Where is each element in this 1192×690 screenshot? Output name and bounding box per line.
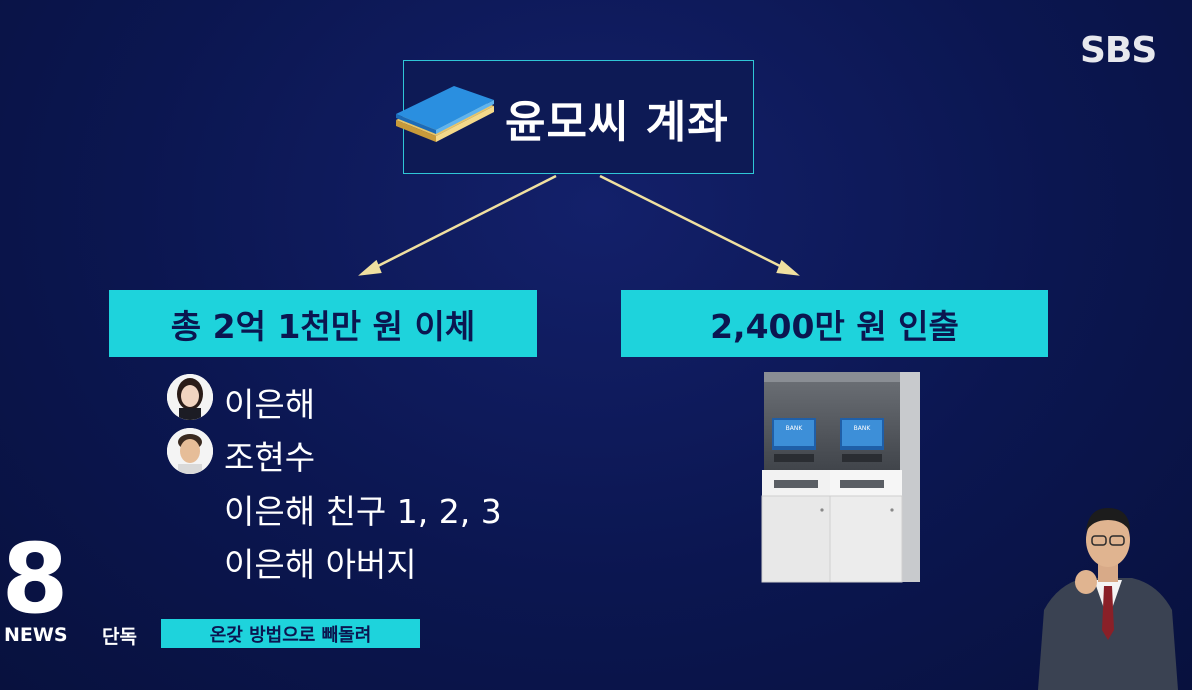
arrow-to-transfer bbox=[369, 174, 557, 272]
atm-screen-text: BANK bbox=[786, 425, 804, 432]
news-label: NEWS bbox=[4, 624, 68, 646]
arrow-head-withdraw bbox=[776, 259, 800, 276]
avatar-jo-hyeonsu bbox=[167, 428, 213, 474]
recipient-name: 이은해 친구 1, 2, 3 bbox=[224, 492, 502, 531]
bankbook-icon bbox=[396, 86, 494, 142]
exclusive-tag: 단독 bbox=[102, 626, 137, 648]
account-title: 윤모씨 계좌 bbox=[505, 97, 729, 148]
withdraw-box: 2,400만 원 인출 bbox=[621, 290, 1048, 357]
sbs-logo: SBS bbox=[1080, 30, 1157, 71]
arrow-head-transfer bbox=[358, 259, 382, 276]
sign-language-interpreter bbox=[1038, 508, 1178, 690]
atm-left: BANK bbox=[761, 372, 833, 583]
news-caption: 온갖 방법으로 빼돌려 bbox=[161, 619, 420, 648]
atm-screen-text: BANK bbox=[854, 425, 872, 432]
program-number: 8 bbox=[4, 530, 66, 620]
arrow-to-withdraw bbox=[599, 174, 789, 272]
avatar-lee-eunhae bbox=[167, 374, 213, 420]
transfer-box: 총 2억 1천만 원 이체 bbox=[109, 290, 537, 357]
atm-right: BANK bbox=[829, 372, 920, 583]
eight-news-logo: 8 bbox=[4, 530, 66, 620]
recipient-name: 이은해 아버지 bbox=[224, 545, 417, 584]
atm-machines: BANK BANK bbox=[761, 372, 920, 583]
recipient-name: 이은해 bbox=[224, 385, 316, 424]
recipient-name: 조현수 bbox=[224, 438, 316, 477]
